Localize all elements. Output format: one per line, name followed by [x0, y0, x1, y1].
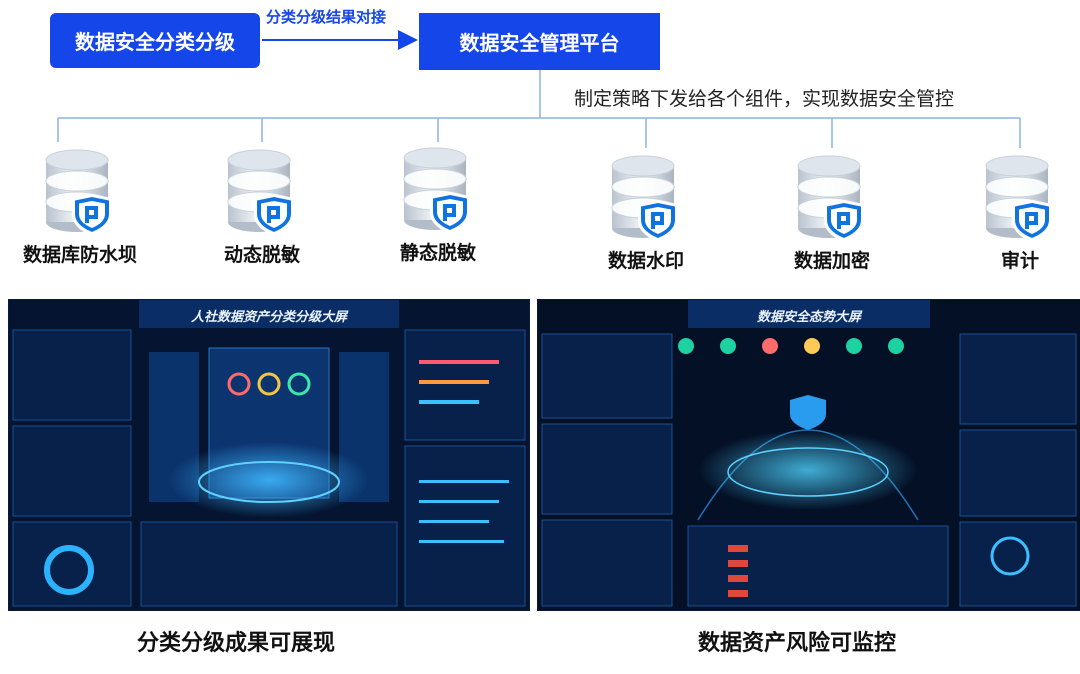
classification-box: 数据安全分类分级: [50, 13, 260, 68]
component-watermark: 数据水印: [566, 152, 726, 273]
component-label: 数据库防水坝: [22, 244, 137, 266]
component-dam: 数据库防水坝: [0, 146, 160, 267]
security-situation-dashboard-screenshot: 数据安全态势大屏: [537, 299, 1080, 611]
database-shield-icon: [182, 146, 342, 238]
component-label: 审计: [1000, 250, 1039, 272]
integration-label: 分类分级结果对接: [266, 8, 387, 26]
right-dashboard-title: 数据安全态势大屏: [756, 310, 861, 325]
database-shield-icon: [566, 152, 726, 244]
database-shield-icon: [358, 144, 518, 236]
platform-box: 数据安全管理平台: [419, 13, 660, 70]
left-dashboard-title: 人社数据资产分类分级大屏: [190, 310, 347, 325]
component-encryption: 数据加密: [752, 152, 912, 273]
component-label: 静态脱敏: [399, 242, 476, 264]
right-caption: 数据资产风险可监控: [698, 631, 897, 656]
component-dynamic-masking: 动态脱敏: [182, 146, 342, 267]
component-label: 数据加密: [793, 250, 870, 272]
database-shield-icon: [752, 152, 912, 244]
database-shield-icon: [0, 146, 160, 238]
classification-dashboard-screenshot: 人社数据资产分类分级大屏: [8, 299, 530, 611]
component-label: 数据水印: [607, 250, 684, 272]
policy-label: 制定策略下发给各个组件，实现数据安全管控: [574, 88, 955, 110]
component-static-masking: 静态脱敏: [358, 144, 518, 265]
database-shield-icon: [940, 152, 1080, 244]
left-caption: 分类分级成果可展现: [137, 631, 336, 656]
component-audit: 审计: [940, 152, 1080, 273]
component-label: 动态脱敏: [223, 244, 300, 266]
